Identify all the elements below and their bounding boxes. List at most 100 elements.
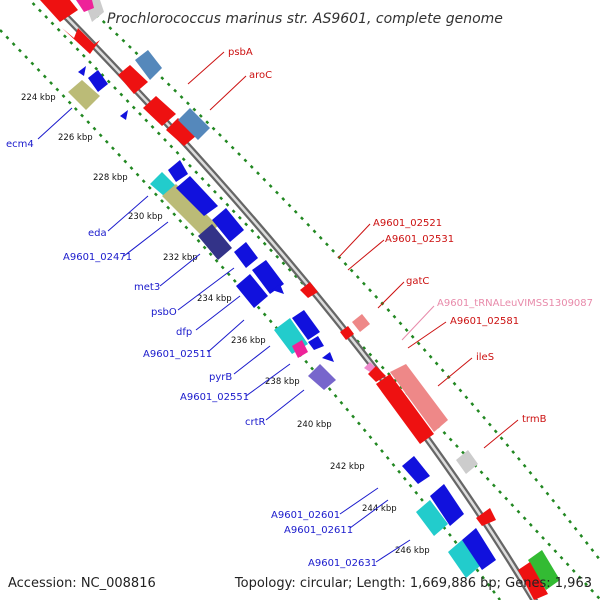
gene-02581[interactable] xyxy=(368,366,386,382)
tick-label: 224 kbp xyxy=(21,93,56,103)
topology-text: Topology: circular; Length: 1,669,886 bp… xyxy=(234,576,592,591)
leader-gatC xyxy=(377,281,405,309)
labels-right: psbA aroC A9601_02521 A9601_02531 gatC A… xyxy=(228,47,593,425)
gene-blue-3[interactable] xyxy=(272,284,284,294)
gene-label-psbA[interactable]: psbA xyxy=(228,47,253,58)
gene-label-02551[interactable]: A9601_02551 xyxy=(180,392,249,403)
tick-label: 234 kbp xyxy=(197,294,232,304)
gene-trmB-gray[interactable] xyxy=(456,450,478,474)
gene-dfp[interactable] xyxy=(236,274,268,308)
gene-label-tRNALeu[interactable]: A9601_tRNALeuVIMSS1309087 xyxy=(437,298,593,309)
gene-red-2[interactable] xyxy=(166,118,196,146)
gene-02531[interactable] xyxy=(340,326,354,340)
gene-steel-2[interactable] xyxy=(178,108,210,140)
gene-blue-1[interactable] xyxy=(176,176,218,216)
tick-label: 238 kbp xyxy=(265,377,300,387)
gene-label-gatC[interactable]: gatC xyxy=(406,276,429,287)
gene-label-02471[interactable]: A9601_02471 xyxy=(63,252,132,263)
leader-dfp xyxy=(195,295,241,331)
accession-text: Accession: NC_008816 xyxy=(8,576,156,591)
leader-02471 xyxy=(123,221,169,257)
gene-label-02521[interactable]: A9601_02521 xyxy=(373,218,442,229)
gene-blue-small-2[interactable] xyxy=(88,70,108,92)
gene-trmB[interactable] xyxy=(476,508,496,526)
outer-reverse-guide xyxy=(78,0,600,561)
leader-psbA xyxy=(187,51,225,85)
leader-02551 xyxy=(245,363,291,397)
forward-genes xyxy=(40,0,560,600)
labels-left: ecm4 eda A9601_02471 met3 psbO dfp A9601… xyxy=(6,139,377,569)
gene-blue-small-3[interactable] xyxy=(120,110,128,120)
gene-ileS-1[interactable] xyxy=(376,374,434,444)
gene-label-02511[interactable]: A9601_02511 xyxy=(143,349,212,360)
gene-blue-7[interactable] xyxy=(462,528,496,570)
gene-label-eda[interactable]: eda xyxy=(88,228,107,239)
gene-magenta-top[interactable] xyxy=(76,0,94,12)
gene-02551[interactable] xyxy=(308,336,324,350)
gene-blue-2[interactable] xyxy=(212,208,244,242)
gene-label-crtR[interactable]: crtR xyxy=(245,417,266,428)
tick-label: 226 kbp xyxy=(58,133,93,143)
leader-trmB xyxy=(483,419,519,449)
leader-pyrB xyxy=(233,345,271,375)
leader-met3 xyxy=(159,253,201,287)
gene-label-ileS[interactable]: ileS xyxy=(476,352,494,363)
leader-02521 xyxy=(337,223,371,259)
gene-label-ecm4[interactable]: ecm4 xyxy=(6,139,34,150)
gene-02611[interactable] xyxy=(416,500,448,536)
gene-label-psbO[interactable]: psbO xyxy=(151,307,177,318)
leader-02611 xyxy=(349,499,389,529)
gene-blue-small-1[interactable] xyxy=(78,66,86,76)
gene-magenta[interactable] xyxy=(292,340,308,358)
gene-steel-1[interactable] xyxy=(135,50,162,80)
gene-red-bottom[interactable] xyxy=(518,562,548,600)
gene-label-02581[interactable]: A9601_02581 xyxy=(450,316,519,327)
gene-02471[interactable] xyxy=(162,184,218,238)
tick-label: 240 kbp xyxy=(297,420,332,430)
gene-label-02631[interactable]: A9601_02631 xyxy=(308,558,377,569)
gene-02521[interactable] xyxy=(300,282,318,298)
gene-label-met3[interactable]: met3 xyxy=(134,282,160,293)
leader-02511 xyxy=(207,319,245,353)
gene-blue-5[interactable] xyxy=(322,352,334,362)
gene-label-aroC[interactable]: aroC xyxy=(249,70,272,81)
gene-blue-4[interactable] xyxy=(292,310,320,340)
gene-red-top-1[interactable] xyxy=(40,0,78,22)
gene-green-bottom[interactable] xyxy=(528,550,560,590)
gene-blue-6[interactable] xyxy=(430,484,464,526)
gene-blue-small-4[interactable] xyxy=(168,160,188,182)
gene-label-02531[interactable]: A9601_02531 xyxy=(385,234,454,245)
leader-02631 xyxy=(375,539,411,563)
leader-eda xyxy=(107,195,149,232)
gene-02511[interactable] xyxy=(252,260,284,294)
map-title: Prochlorococcus marinus str. AS9601, com… xyxy=(107,11,503,27)
tick-label: 244 kbp xyxy=(362,504,397,514)
tick-label: 242 kbp xyxy=(330,462,365,472)
tick-label: 228 kbp xyxy=(93,173,128,183)
tick-label: 246 kbp xyxy=(395,546,430,556)
gene-aroC[interactable] xyxy=(143,96,176,126)
leader-02601 xyxy=(339,487,379,515)
leader-lines xyxy=(37,51,519,563)
gene-label-02601[interactable]: A9601_02601 xyxy=(271,510,340,521)
gene-label-trmB[interactable]: trmB xyxy=(522,414,547,425)
gene-label-02611[interactable]: A9601_02611 xyxy=(284,525,353,536)
tick-label: 236 kbp xyxy=(231,336,266,346)
leader-tRNALeu xyxy=(401,305,435,341)
gene-psbA[interactable] xyxy=(118,65,148,94)
gene-02601[interactable] xyxy=(402,456,430,484)
leader-psbO xyxy=(177,267,235,311)
gene-psbO[interactable] xyxy=(234,242,258,268)
gene-02631[interactable] xyxy=(448,540,480,578)
leader-ileS xyxy=(437,357,473,387)
gene-ecm4[interactable] xyxy=(68,80,100,110)
gene-met3[interactable] xyxy=(198,224,232,260)
gene-crtR[interactable] xyxy=(308,364,336,390)
gene-ileS-2[interactable] xyxy=(390,364,448,432)
gene-label-dfp[interactable]: dfp xyxy=(176,327,192,338)
leader-aroC xyxy=(209,75,247,111)
gene-label-pyrB[interactable]: pyrB xyxy=(209,372,232,383)
gene-red-top-2[interactable] xyxy=(62,28,100,54)
reverse-genes xyxy=(68,66,496,578)
gene-gatC[interactable] xyxy=(352,314,370,332)
